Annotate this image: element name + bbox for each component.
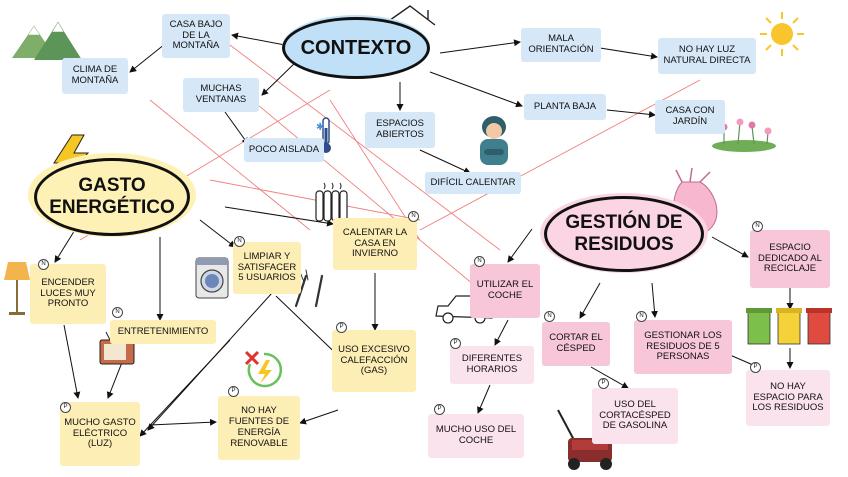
planta-baja-node: PLANTA BAJA bbox=[524, 94, 606, 120]
badge-p: P bbox=[60, 402, 71, 413]
encender-luces-label: ENCENDER LUCES MUY PRONTO bbox=[40, 276, 96, 310]
diferentes-horarios-label: DIFERENTES HORARIOS bbox=[461, 353, 523, 375]
cortar-cesped-label: CORTAR EL CÉSPED bbox=[549, 332, 603, 354]
gestion-residuos-node: GESTIÓN DE RESIDUOS bbox=[544, 196, 704, 272]
badge-n: N bbox=[408, 211, 419, 222]
dificil-calentar-node: DIFÍCIL CALENTAR bbox=[425, 172, 521, 194]
mucho-gasto-label: MUCHO GASTO ELÉCTRICO (LUZ) bbox=[64, 416, 136, 450]
arrows bbox=[54, 32, 794, 437]
sun-icon bbox=[760, 12, 804, 56]
uso-cortacesped-label: USO DEL CORTACÉSPED DE GASOLINA bbox=[599, 398, 671, 432]
house-outline-icon bbox=[382, 5, 436, 26]
badge-p: P bbox=[228, 386, 239, 397]
encender-luces-node: ENCENDER LUCES MUY PRONTO bbox=[30, 264, 106, 324]
no-luz-natural-node: NO HAY LUZ NATURAL DIRECTA bbox=[658, 38, 756, 74]
entretenimiento-node: ENTRETENIMIENTO bbox=[110, 320, 216, 344]
limpiar-satisfacer-node: LIMPIAR Y SATISFACER 5 USUARIOS bbox=[233, 242, 301, 294]
badge-n: N bbox=[752, 221, 763, 232]
utilizar-coche-node: UTILIZAR EL COCHE bbox=[470, 264, 540, 318]
casa-jardin-node: CASA CON JARDÍN bbox=[655, 100, 725, 134]
washing-machine-icon bbox=[195, 257, 229, 299]
radiator-icon bbox=[315, 182, 348, 222]
clima-label: CLIMA DE MONTAÑA bbox=[71, 64, 119, 86]
diferentes-horarios-node: DIFERENTES HORARIOS bbox=[450, 346, 534, 384]
svg-text:✱: ✱ bbox=[316, 122, 324, 133]
casa-jardin-label: CASA CON JARDÍN bbox=[665, 105, 715, 127]
gestionar-label: GESTIONAR LOS RESIDUOS DE 5 PERSONAS bbox=[644, 329, 722, 363]
casa-bajo-label: CASA BAJO DE LA MONTAÑA bbox=[169, 18, 223, 52]
mucho-uso-label: MUCHO USO DEL COCHE bbox=[435, 424, 517, 446]
poco-aislada-node: POCO AISLADA bbox=[244, 138, 324, 162]
mala-orientacion-node: MALA ORIENTACIÓN bbox=[521, 28, 601, 62]
calentar-casa-node: CALENTAR LA CASA EN INVIERNO bbox=[333, 218, 417, 270]
lawnmower-icon bbox=[557, 409, 612, 470]
no-luz-label: NO HAY LUZ NATURAL DIRECTA bbox=[663, 44, 751, 66]
gasto-label: GASTO ENERGÉTICO bbox=[49, 175, 175, 218]
clima-montana-node: CLIMA DE MONTAÑA bbox=[62, 58, 128, 94]
espacios-abiertos-node: ESPACIOS ABIERTOS bbox=[365, 112, 435, 148]
uso-cortacesped-node: USO DEL CORTACÉSPED DE GASOLINA bbox=[592, 388, 678, 444]
badge-n: N bbox=[544, 311, 555, 322]
badge-p: P bbox=[750, 362, 761, 373]
cortar-cesped-node: CORTAR EL CÉSPED bbox=[542, 322, 610, 366]
poco-aislada-label: POCO AISLADA bbox=[248, 143, 320, 155]
mucho-gasto-electrico-node: MUCHO GASTO ELÉCTRICO (LUZ) bbox=[60, 402, 140, 466]
contexto-label: CONTEXTO bbox=[300, 36, 412, 59]
mala-orientacion-label: MALA ORIENTACIÓN bbox=[528, 33, 594, 55]
no-fuentes-renovable-node: NO HAY FUENTES DE ENERGÍA RENOVABLE bbox=[218, 396, 300, 460]
utilizar-coche-label: UTILIZAR EL COCHE bbox=[476, 279, 534, 301]
uso-calefaccion-node: USO EXCESIVO CALEFACCIÓN (GAS) bbox=[332, 330, 416, 392]
badge-p: P bbox=[450, 338, 461, 349]
no-renewable-icon bbox=[244, 350, 283, 388]
badge-n: N bbox=[474, 256, 485, 267]
cold-person-icon bbox=[480, 116, 508, 165]
planta-baja-label: PLANTA BAJA bbox=[533, 100, 597, 112]
gestion-label: GESTIÓN DE RESIDUOS bbox=[565, 212, 683, 255]
limpiar-label: LIMPIAR Y SATISFACER 5 USUARIOS bbox=[237, 250, 297, 284]
badge-n: N bbox=[636, 311, 647, 322]
badge-p: P bbox=[434, 404, 445, 415]
dificil-calentar-label: DIFÍCIL CALENTAR bbox=[430, 176, 516, 188]
mountain-icon bbox=[12, 21, 82, 60]
gestionar-residuos-node: GESTIONAR LOS RESIDUOS DE 5 PERSONAS bbox=[634, 320, 732, 374]
no-espacio-label: NO HAY ESPACIO PARA LOS RESIDUOS bbox=[752, 380, 824, 414]
espacio-reciclaje-node: ESPACIO DEDICADO AL RECICLAJE bbox=[750, 230, 830, 288]
floor-lamp-icon bbox=[4, 262, 30, 315]
espacio-reciclaje-label: ESPACIO DEDICADO AL RECICLAJE bbox=[758, 241, 822, 275]
television-icon bbox=[99, 331, 135, 365]
badge-p: P bbox=[336, 322, 347, 333]
recycling-bins-icon bbox=[746, 308, 832, 345]
contexto-node: CONTEXTO bbox=[282, 17, 430, 79]
badge-p: P bbox=[598, 378, 609, 389]
muchas-ventanas-label: MUCHAS VENTANAS bbox=[195, 83, 247, 105]
entretenimiento-label: ENTRETENIMIENTO bbox=[117, 325, 209, 337]
badge-n: N bbox=[234, 236, 245, 247]
calentar-casa-label: CALENTAR LA CASA EN INVIERNO bbox=[342, 226, 408, 260]
casa-bajo-montana-node: CASA BAJO DE LA MONTAÑA bbox=[162, 14, 230, 58]
uso-calefaccion-label: USO EXCESIVO CALEFACCIÓN (GAS) bbox=[338, 343, 410, 377]
badge-n: N bbox=[112, 307, 123, 318]
espacios-abiertos-label: ESPACIOS ABIERTOS bbox=[376, 118, 424, 140]
muchas-ventanas-node: MUCHAS VENTANAS bbox=[183, 78, 259, 112]
badge-n: N bbox=[38, 259, 49, 270]
gasto-energetico-node: GASTO ENERGÉTICO bbox=[34, 158, 190, 236]
mucho-uso-coche-node: MUCHO USO DEL COCHE bbox=[428, 414, 524, 458]
no-espacio-residuos-node: NO HAY ESPACIO PARA LOS RESIDUOS bbox=[746, 370, 830, 426]
no-fuentes-label: NO HAY FUENTES DE ENERGÍA RENOVABLE bbox=[228, 405, 290, 449]
